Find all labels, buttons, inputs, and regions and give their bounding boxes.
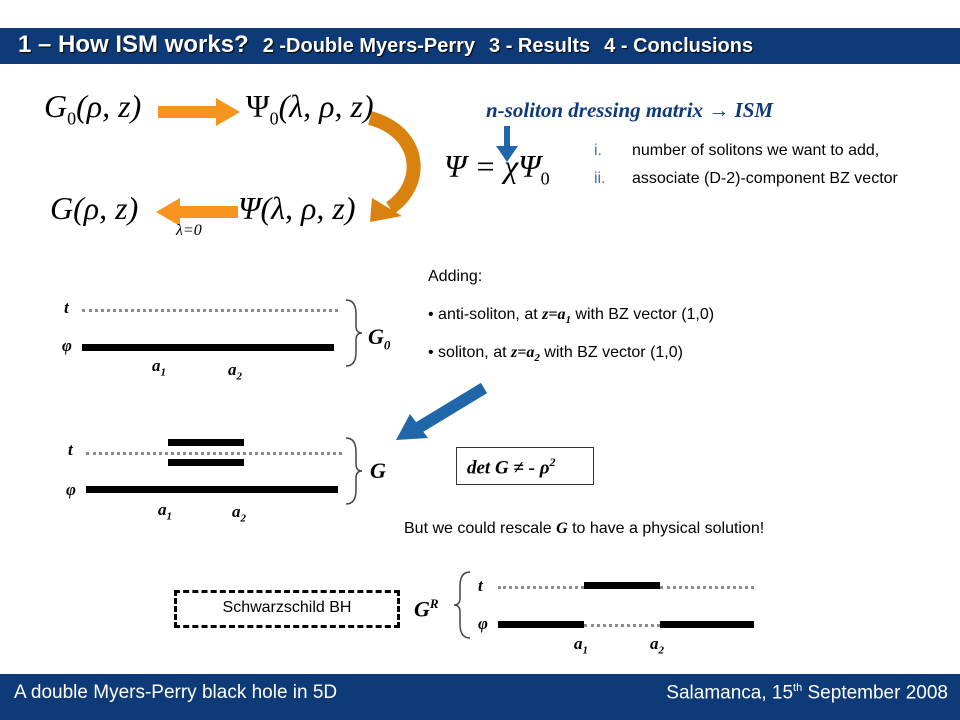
rescale-text: But we could rescale G to have a physica… xyxy=(404,520,765,537)
dressing-title: n-soliton dressing matrix → ISM xyxy=(486,98,774,122)
rod-t-label: t xyxy=(68,440,73,459)
rod-phi-dotted xyxy=(584,624,660,627)
down-arrow-icon xyxy=(496,126,518,162)
footer-venue-date: Salamanca, 15th September 2008 xyxy=(666,682,948,704)
rod-t-label: t xyxy=(64,298,69,317)
tab-results[interactable]: 3 - Results xyxy=(489,35,591,57)
list-item: i.number of solitons we want to add, xyxy=(594,142,880,159)
brace-icon xyxy=(345,437,363,505)
right-arrow-icon xyxy=(158,98,240,126)
rod-phi-label: φ xyxy=(66,480,76,499)
schwarzschild-label: Schwarzschild BH xyxy=(222,599,352,616)
rod-a2-label: a2 xyxy=(232,502,246,525)
adding-title: Adding: xyxy=(428,268,483,285)
list-item: ii.associate (D-2)-component BZ vector xyxy=(594,170,898,187)
left-arrow-icon xyxy=(156,198,238,226)
rod-t-dotted xyxy=(82,309,338,312)
rod-phi-bar xyxy=(86,486,338,493)
seed-metric-g0: G0(ρ, z) xyxy=(44,88,142,129)
rod-phi-bar xyxy=(82,344,334,351)
brace-icon xyxy=(345,299,363,367)
diagonal-arrow-icon xyxy=(396,382,488,440)
g0-label: G0 xyxy=(368,324,391,353)
det-text: det G ≠ - ρ2 xyxy=(467,455,556,479)
rod-t-bar xyxy=(584,582,660,589)
gr-label: GR xyxy=(414,596,439,622)
rod-a2-label: a2 xyxy=(650,634,664,657)
rod-t-dotted xyxy=(86,452,342,455)
dressed-psi: Ψ(λ, ρ, z) xyxy=(238,190,356,226)
rod-soliton-bar-top xyxy=(168,439,244,446)
tab-conclusions[interactable]: 4 - Conclusions xyxy=(604,35,754,57)
rod-t-dotted-right xyxy=(660,586,754,589)
rod-phi-label: φ xyxy=(478,614,488,633)
brace-icon xyxy=(453,571,471,639)
g-label: G xyxy=(370,458,386,483)
rod-phi-bar-right xyxy=(660,621,754,628)
lambda-zero-label: λ=0 xyxy=(176,222,202,239)
curved-arrow-icon xyxy=(367,111,421,222)
adding-soliton: • soliton, at z=a2 with BZ vector (1,0) xyxy=(428,344,683,365)
seed-generating-psi0: Ψ0(λ, ρ, z) xyxy=(246,88,374,129)
rod-phi-bar-left xyxy=(498,621,584,628)
rod-phi-label: φ xyxy=(62,336,72,355)
footer-bar: A double Myers-Perry black hole in 5D Sa… xyxy=(0,674,960,720)
rod-a1-label: a1 xyxy=(152,356,166,379)
schwarzschild-box: Schwarzschild BH xyxy=(174,590,400,628)
rod-t-dotted-left xyxy=(498,586,584,589)
rod-a1-label: a1 xyxy=(158,500,172,523)
rod-a1-label: a1 xyxy=(574,634,588,657)
footer-title: A double Myers-Perry black hole in 5D xyxy=(14,682,338,703)
tab-double-myers-perry[interactable]: 2 -Double Myers-Perry xyxy=(262,35,476,57)
header-bar: 1 – How ISM works? 2 -Double Myers-Perry 3… xyxy=(0,28,960,64)
tab-how-ism-works[interactable]: 1 – How ISM works? xyxy=(18,31,249,58)
rod-t-label: t xyxy=(478,576,483,595)
dressing-list: i.number of solitons we want to add, ii.… xyxy=(594,142,904,188)
adding-anti-soliton: • anti-soliton, at z=a1 with BZ vector (… xyxy=(428,306,715,327)
dressing-equation: Ψ = χΨ0 xyxy=(444,148,550,189)
rod-a2-label: a2 xyxy=(228,360,242,383)
det-box: det G ≠ - ρ2 xyxy=(456,447,594,485)
rod-soliton-bar-bottom xyxy=(168,459,244,466)
new-metric-g: G(ρ, z) xyxy=(50,190,139,226)
